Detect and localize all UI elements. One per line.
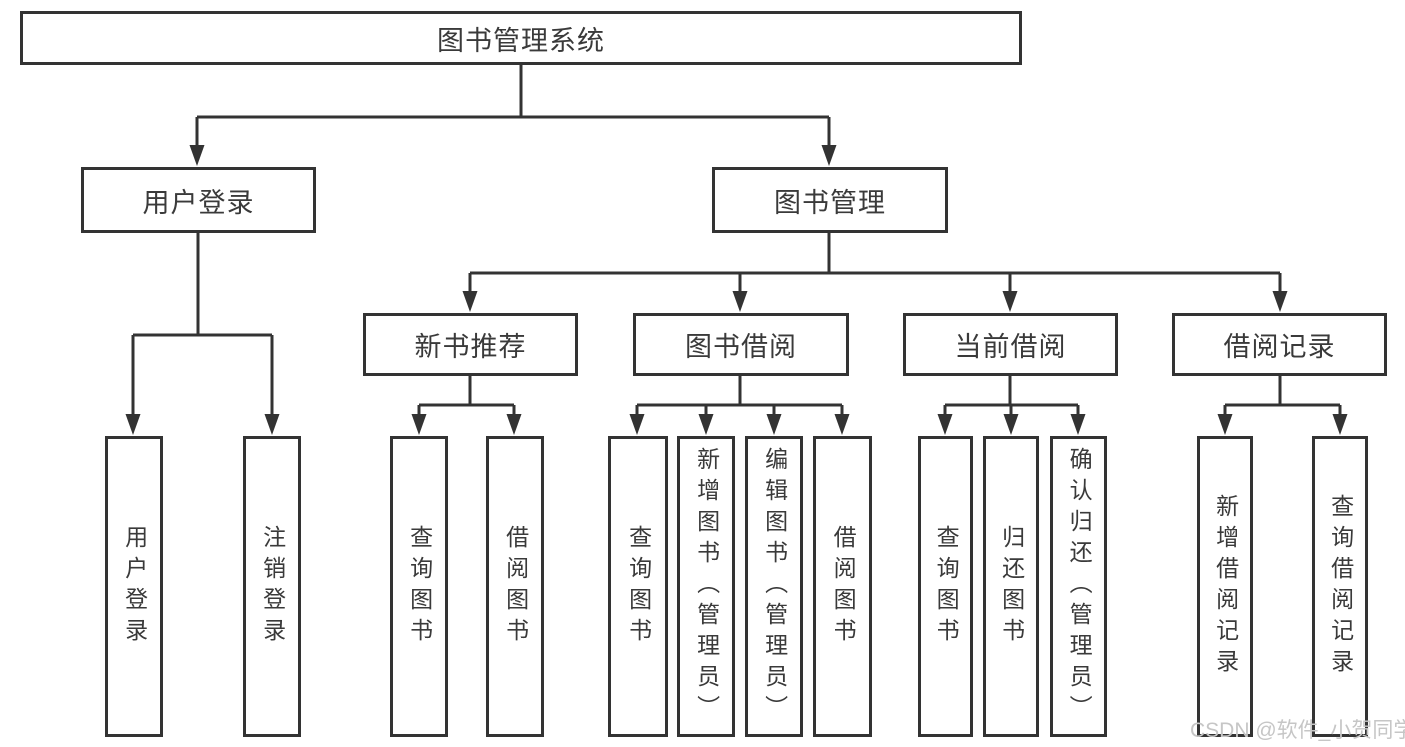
arrowhead-icon	[462, 291, 478, 312]
arrowhead-icon	[1070, 414, 1086, 435]
leaf-borrow-books: 借阅图书	[813, 436, 872, 737]
leaf-label: 编辑图书（管理员）	[761, 447, 788, 726]
leaf-add-books-admin: 新增图书（管理员）	[677, 436, 735, 737]
node-label: 当前借阅	[954, 332, 1067, 362]
leaf-query-books-recommend: 查询图书	[390, 436, 448, 737]
leaf-label: 查询借阅记录	[1327, 493, 1354, 680]
leaf-return-books: 归还图书	[983, 436, 1039, 737]
leaf-label: 归还图书	[998, 524, 1025, 649]
node-label: 图书借阅	[685, 332, 797, 362]
leaf-add-borrow-record: 新增借阅记录	[1197, 436, 1253, 737]
arrowhead-icon	[1217, 414, 1233, 435]
node-label: 借阅记录	[1223, 332, 1336, 362]
connector-borrow-records-to-leaves	[1217, 376, 1348, 435]
leaf-label: 新增图书（管理员）	[693, 447, 720, 726]
connector-current-borrow-to-leaves	[937, 376, 1086, 435]
leaf-confirm-return-admin: 确认归还（管理员）	[1050, 436, 1107, 737]
arrowhead-icon	[506, 414, 522, 435]
leaf-logout: 注销登录	[243, 436, 301, 737]
csdn-watermark: CSDN @软件_小贺同学	[1190, 719, 1405, 742]
leaf-label: 查询图书	[933, 524, 960, 649]
arrowhead-icon	[821, 145, 837, 166]
node-user-login: 用户登录	[81, 167, 316, 233]
arrowhead-icon	[1002, 291, 1018, 312]
leaf-label: 确认归还（管理员）	[1066, 447, 1093, 726]
arrowhead-icon	[766, 414, 782, 435]
arrowhead-icon	[937, 414, 953, 435]
leaf-label: 查询图书	[406, 524, 433, 649]
arrowhead-icon	[732, 291, 748, 312]
node-book-management: 图书管理	[712, 167, 948, 233]
leaf-query-books-borrow: 查询图书	[608, 436, 668, 737]
node-label: 用户登录	[142, 187, 255, 218]
arrowhead-icon	[1332, 414, 1348, 435]
connector-user-login-to-leaves	[125, 233, 280, 435]
arrowhead-icon	[1003, 414, 1019, 435]
node-new-book-recommend: 新书推荐	[363, 313, 578, 376]
connector-new-book-recommend-to-leaves	[411, 376, 522, 435]
arrowhead-icon	[264, 414, 280, 435]
leaf-query-books-current: 查询图书	[918, 436, 973, 737]
leaf-label: 借阅图书	[502, 524, 529, 649]
arrowhead-icon	[834, 414, 850, 435]
leaf-borrow-books-recommend: 借阅图书	[486, 436, 544, 737]
leaf-query-borrow-record: 查询借阅记录	[1312, 436, 1368, 737]
arrowhead-icon	[629, 414, 645, 435]
leaf-edit-books-admin: 编辑图书（管理员）	[745, 436, 803, 737]
arrowhead-icon	[698, 414, 714, 435]
leaf-label: 查询图书	[625, 524, 652, 649]
connector-book-borrow-to-leaves	[629, 376, 850, 435]
node-label: 图书管理	[774, 187, 886, 218]
node-label: 新书推荐	[414, 332, 527, 362]
connector-root-to-level2	[189, 65, 837, 166]
arrowhead-icon	[411, 414, 427, 435]
arrowhead-icon	[189, 145, 205, 166]
connector-book-management-to-level3	[462, 233, 1288, 312]
leaf-label: 新增借阅记录	[1212, 493, 1239, 680]
node-borrow-records: 借阅记录	[1172, 313, 1387, 376]
node-label: 图书管理系统	[437, 25, 605, 56]
leaf-user-login: 用户登录	[105, 436, 163, 737]
leaf-label: 注销登录	[259, 524, 286, 649]
node-book-borrow: 图书借阅	[633, 313, 849, 376]
arrowhead-icon	[125, 414, 141, 435]
node-root-system: 图书管理系统	[20, 11, 1022, 65]
node-current-borrow: 当前借阅	[903, 313, 1118, 376]
leaf-label: 借阅图书	[830, 524, 857, 649]
leaf-label: 用户登录	[121, 524, 148, 649]
arrowhead-icon	[1272, 291, 1288, 312]
